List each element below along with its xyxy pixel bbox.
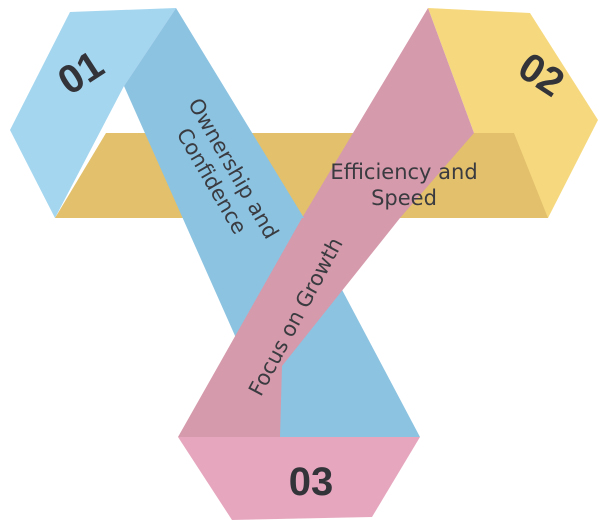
label-efficiency-line1: Efficiency and [330, 160, 477, 184]
label-efficiency-line2: Speed [371, 186, 437, 210]
badge-03: 03 [289, 460, 334, 504]
cap-02 [428, 8, 598, 218]
band-focus-growth-upper [302, 8, 474, 218]
cap-01 [10, 8, 176, 218]
band-ownership-confidence [124, 8, 420, 437]
cap-03 [178, 437, 420, 520]
band-focus-growth-lower [178, 218, 400, 437]
label-efficiency-speed: Efficiency and Speed [330, 160, 477, 210]
